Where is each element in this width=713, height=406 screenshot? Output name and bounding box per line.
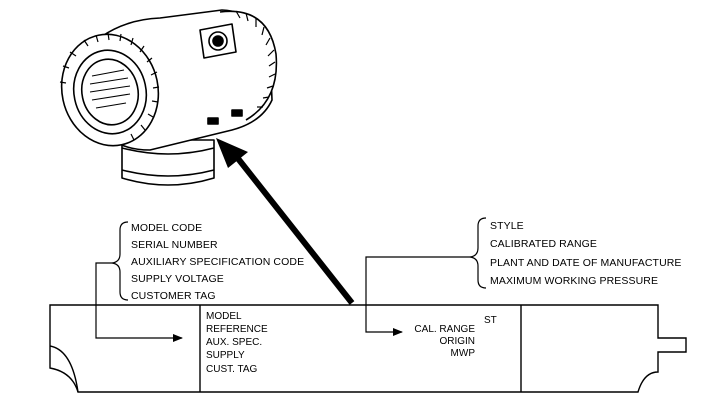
right-callout-brace (365, 217, 487, 336)
pressure-transmitter-housing-icon (59, 9, 278, 186)
label-calibrated-range: CALIBRATED RANGE (490, 238, 598, 250)
left-callout-brace (95, 221, 183, 342)
field-mwp: MWP (450, 348, 475, 359)
label-customer-tag: CUSTOMER TAG (131, 290, 216, 302)
label-supply-voltage: SUPPLY VOLTAGE (131, 273, 224, 285)
label-plant-and-date: PLANT AND DATE OF MANUFACTURE (490, 257, 682, 269)
pointer-arrow-icon (216, 138, 355, 305)
label-style: STYLE (490, 220, 524, 232)
field-st: ST (484, 315, 497, 326)
field-cust-tag: CUST. TAG (206, 364, 258, 375)
field-supply: SUPPLY (206, 350, 245, 361)
field-origin: ORIGIN (439, 336, 475, 347)
field-cal-range: CAL. RANGE (414, 324, 475, 335)
label-maximum-working-pressure: MAXIMUM WORKING PRESSURE (490, 275, 659, 287)
label-model-code: MODEL CODE (131, 222, 203, 234)
label-auxiliary-specification-code: AUXILIARY SPECIFICATION CODE (131, 256, 305, 268)
field-reference: REFERENCE (206, 324, 268, 335)
field-aux-spec: AUX. SPEC. (206, 337, 263, 348)
nameplate-outline (49, 304, 687, 393)
field-model: MODEL (206, 311, 242, 322)
label-serial-number: SERIAL NUMBER (131, 239, 218, 251)
